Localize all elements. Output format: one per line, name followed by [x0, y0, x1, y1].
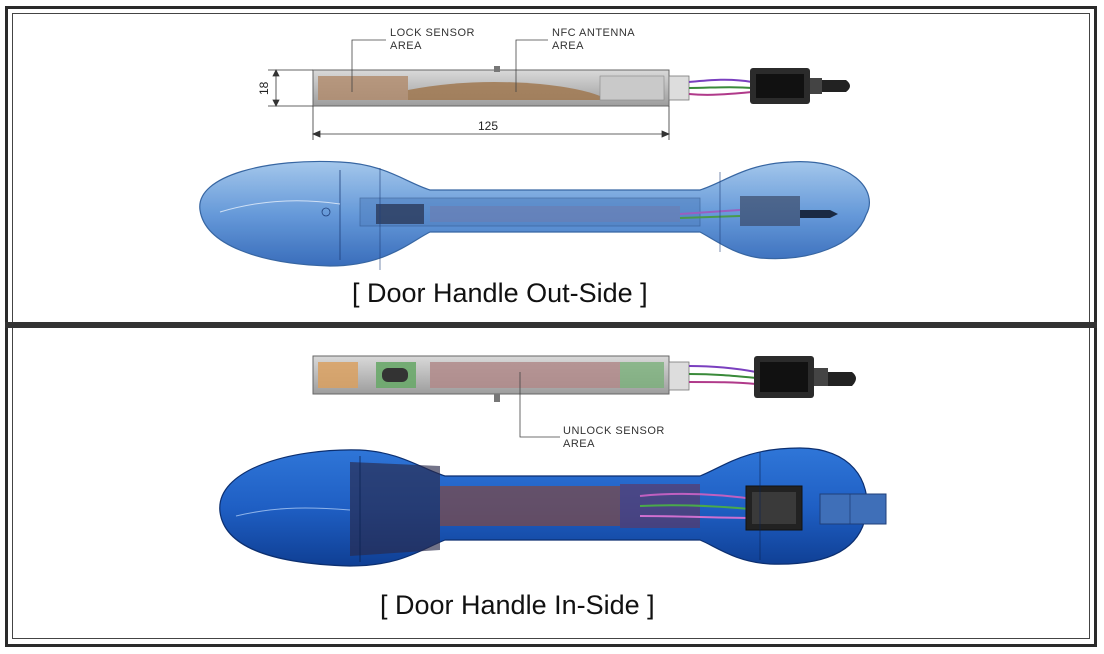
- outside-handle: [199, 160, 870, 270]
- nfc-antenna-label-line2: AREA: [552, 40, 584, 52]
- height-dimension: 18: [257, 81, 271, 95]
- outside-sensor-module: [312, 66, 850, 107]
- outside-caption: [ Door Handle Out-Side ]: [352, 278, 648, 308]
- lock-sensor-label-line1: LOCK SENSOR: [390, 27, 475, 39]
- inside-sensor-module: [312, 355, 856, 402]
- length-dimension: 125: [478, 119, 498, 133]
- inside-caption: [ Door Handle In-Side ]: [380, 590, 655, 620]
- inside-leader: [519, 372, 560, 438]
- dimension-lines: [268, 69, 671, 140]
- nfc-antenna-label-line1: NFC ANTENNA: [552, 27, 635, 39]
- lock-sensor-label-line2: AREA: [390, 40, 422, 52]
- inside-handle: [219, 447, 887, 567]
- unlock-sensor-label-line2: AREA: [563, 438, 595, 450]
- outside-leaders: [351, 39, 548, 92]
- panel-divider: [5, 322, 1097, 328]
- unlock-sensor-label-line1: UNLOCK SENSOR: [563, 425, 665, 437]
